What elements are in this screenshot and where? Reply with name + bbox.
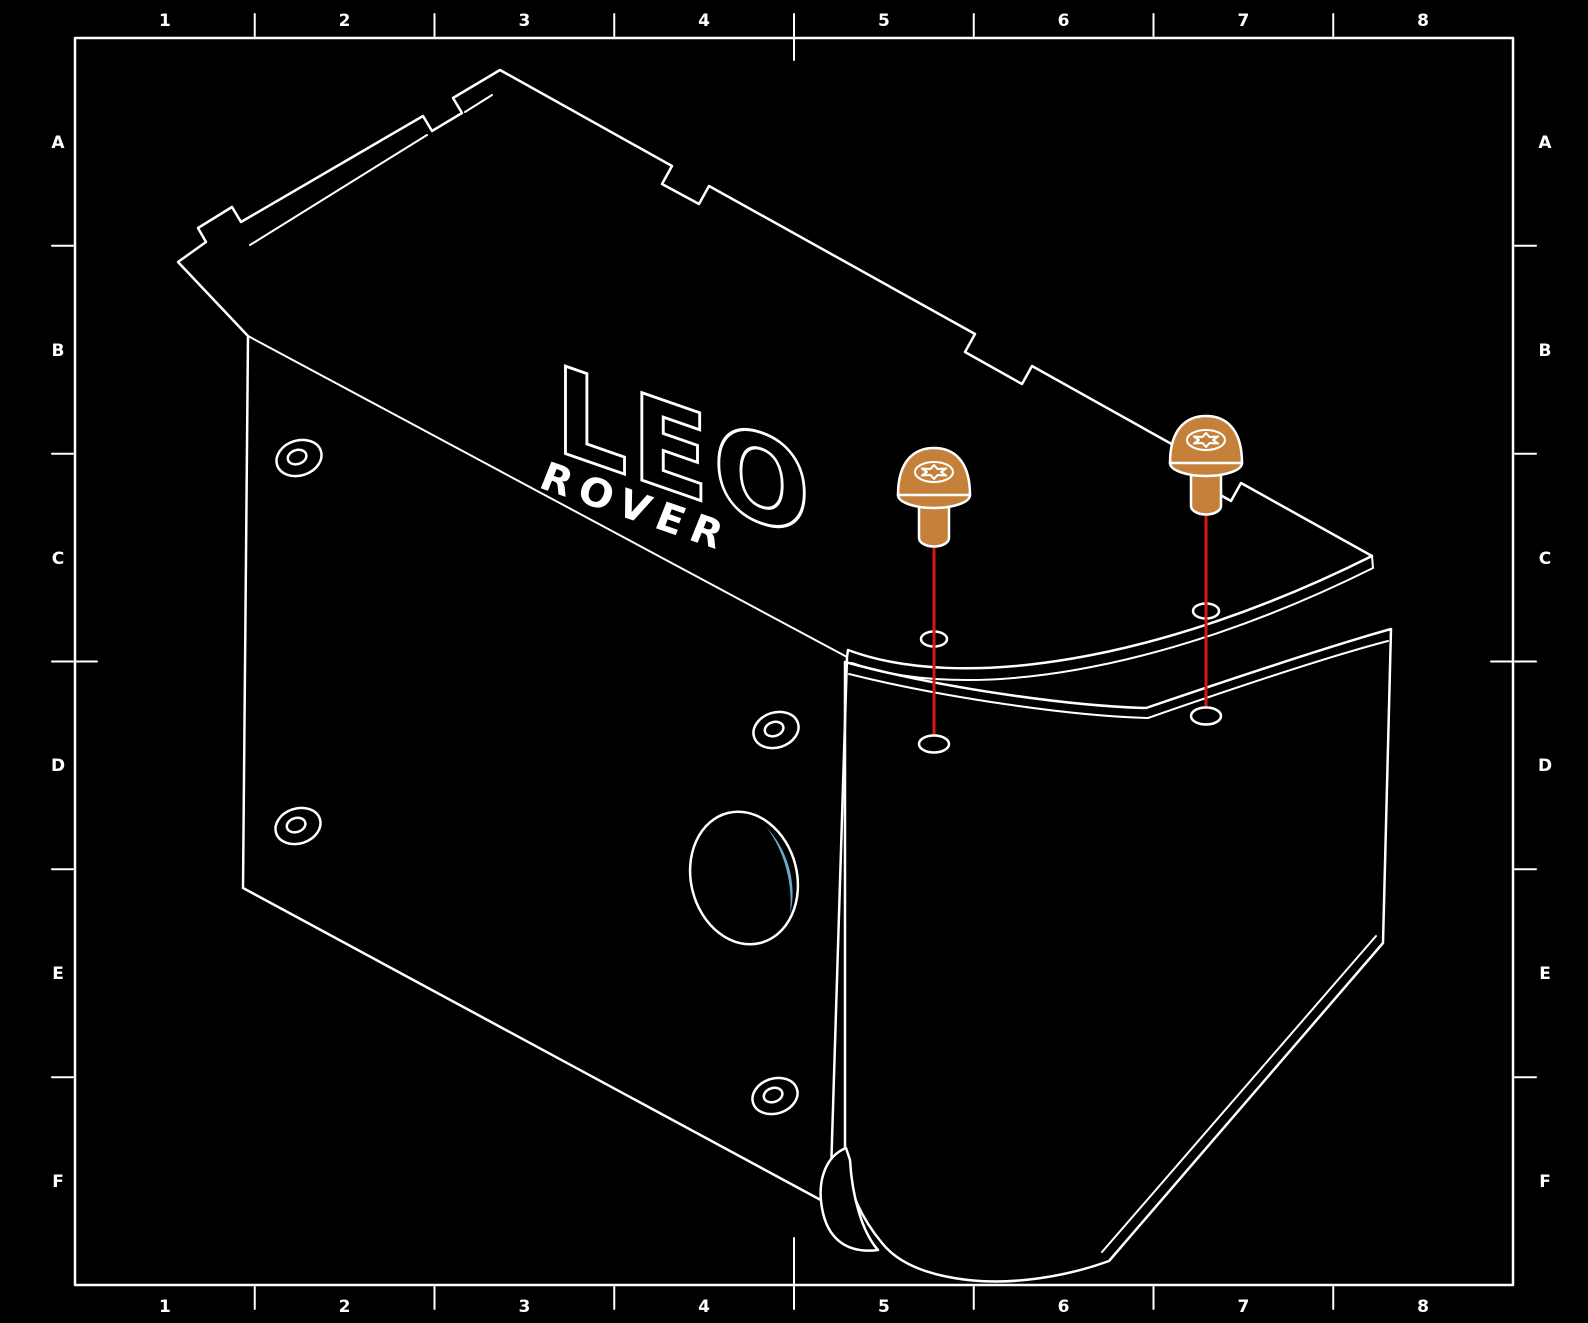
grid-label-bottom-5: 5 <box>878 1297 890 1317</box>
grid-label-bottom-1: 1 <box>159 1297 171 1317</box>
side-panel <box>843 627 1393 1283</box>
panel-screw-hole-right <box>1189 706 1223 726</box>
grid-label-right-f: F <box>1539 1172 1551 1192</box>
side-panel-fold-line <box>848 640 1389 719</box>
grid-label-left-b: B <box>52 341 65 361</box>
grid-label-bottom-6: 6 <box>1058 1297 1070 1317</box>
grid-label-left-e: E <box>52 964 64 984</box>
grid-label-right-b: B <box>1539 341 1552 361</box>
grid-label-right-c: C <box>1539 549 1551 569</box>
grid-label-bottom-2: 2 <box>339 1297 351 1317</box>
chassis-face-top-edge <box>247 335 848 658</box>
grid-label-left-c: C <box>52 549 64 569</box>
grid-label-right-e: E <box>1539 964 1551 984</box>
grid-label-right-a: A <box>1538 133 1552 153</box>
grid-label-right-d: D <box>1538 756 1552 776</box>
grid-label-left-f: F <box>52 1172 64 1192</box>
grid-label-top-8: 8 <box>1417 11 1429 31</box>
panel-through-hole-glimpse <box>766 827 793 914</box>
grid-label-left-d: D <box>51 756 65 776</box>
frame-ticks <box>51 13 1537 1310</box>
grid-label-bottom-3: 3 <box>518 1297 530 1317</box>
panel-screw-hole-left <box>917 734 951 754</box>
side-panel-edge-thickness <box>1101 935 1377 1253</box>
grid-label-top-4: 4 <box>698 11 710 31</box>
grid-label-top-6: 6 <box>1058 11 1070 31</box>
plate-edge-inner-lines <box>249 94 493 246</box>
grid-label-bottom-7: 7 <box>1237 1297 1249 1317</box>
mount-hole-bottom-right <box>751 1076 799 1116</box>
grid-label-top-3: 3 <box>518 11 530 31</box>
mount-hole-bottom-left <box>274 806 322 846</box>
big-port-hole <box>688 810 800 946</box>
grid-label-top-7: 7 <box>1237 11 1249 31</box>
grid-label-bottom-8: 8 <box>1417 1297 1429 1317</box>
grid-label-top-5: 5 <box>878 11 890 31</box>
grid-label-bottom-4: 4 <box>698 1297 710 1317</box>
grid-label-top-2: 2 <box>339 11 351 31</box>
mount-hole-top-right <box>752 710 800 750</box>
chassis-outline <box>176 68 1374 1207</box>
mount-hole-top-left <box>275 438 323 478</box>
grid-label-top-1: 1 <box>159 11 171 31</box>
grid-label-left-a: A <box>51 133 65 153</box>
side-panel-bottom-tab <box>819 1146 880 1252</box>
